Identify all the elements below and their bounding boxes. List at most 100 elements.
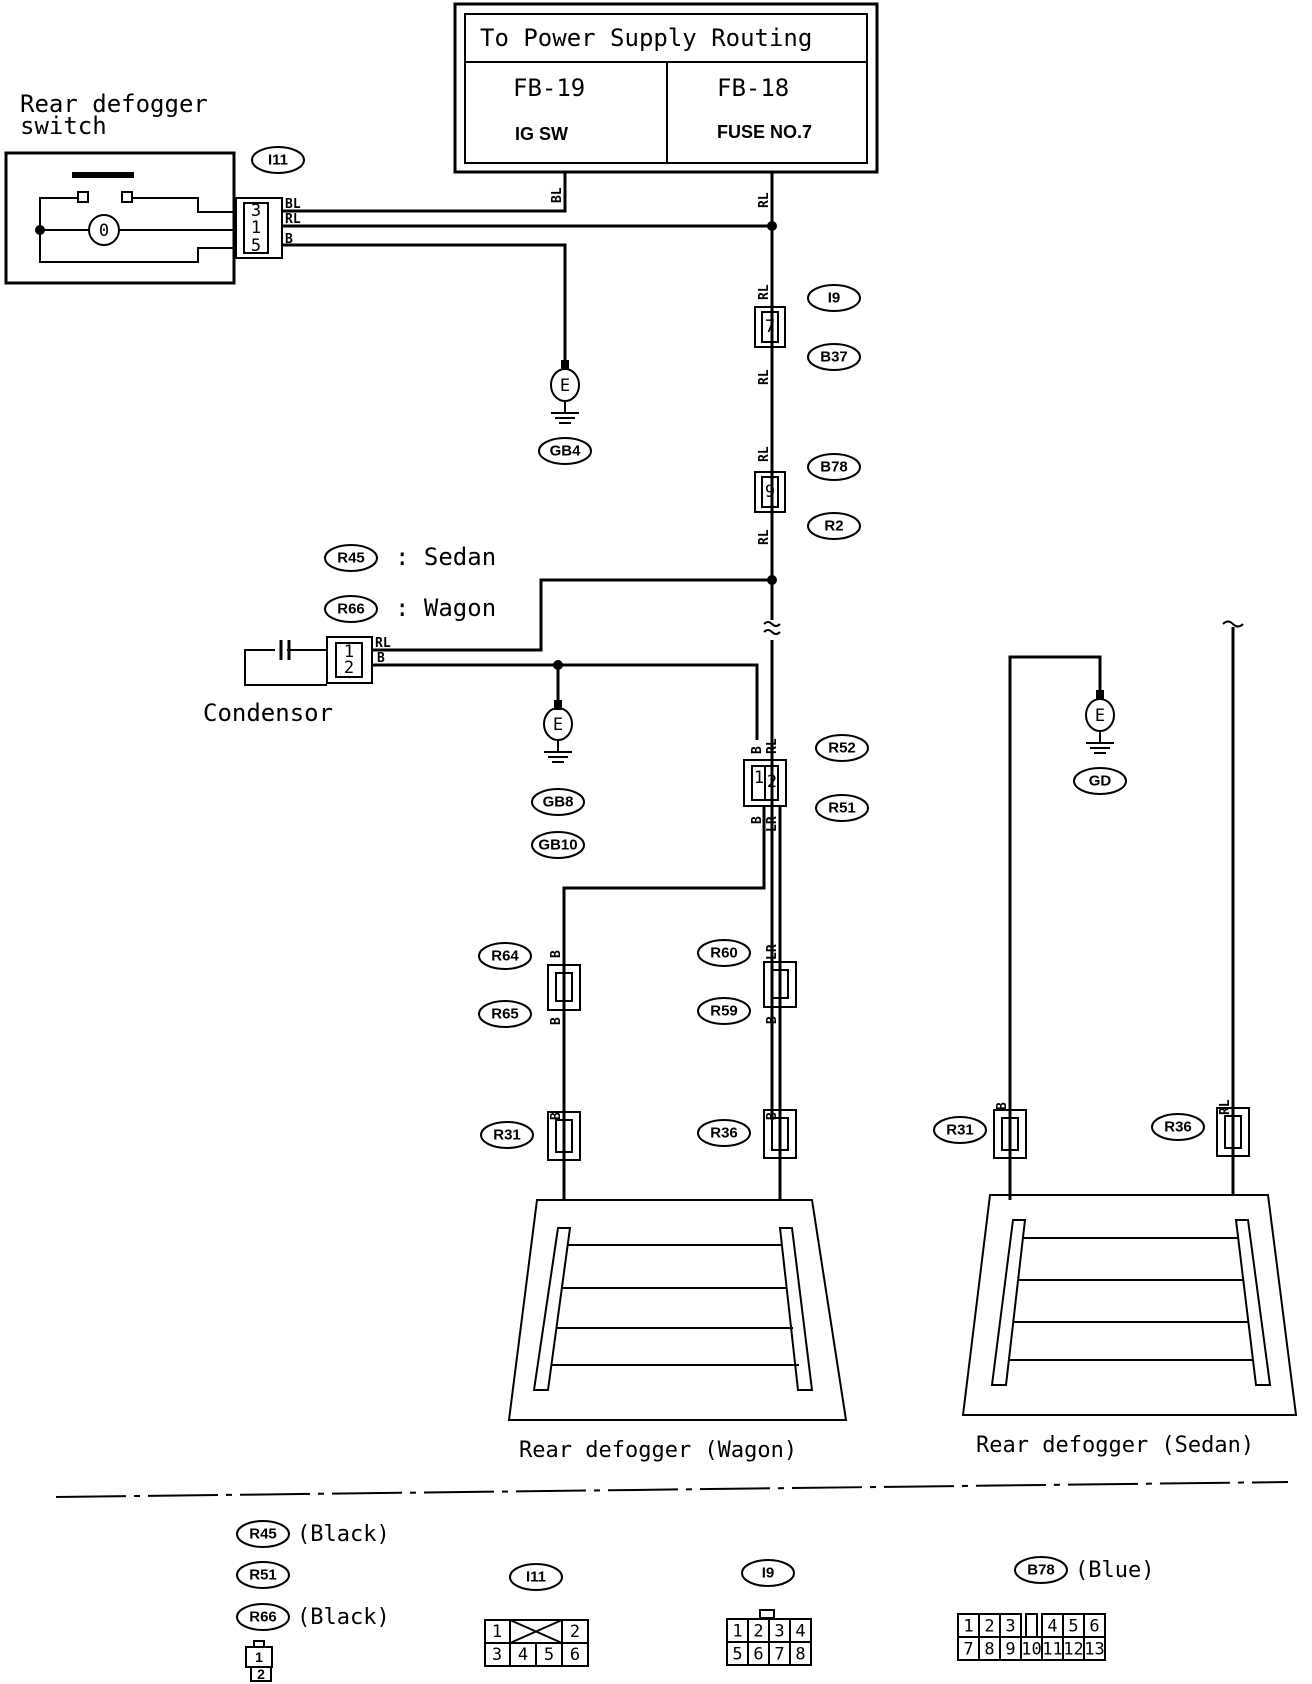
svg-text:LR: LR — [765, 944, 780, 960]
condensor: RL B 1 2 Condensor — [203, 578, 772, 740]
power-supply-box: To Power Supply Routing FB-19 IG SW FB-1… — [453, 2, 879, 174]
svg-text:RL: RL — [375, 636, 391, 651]
svg-text:2: 2 — [570, 1622, 580, 1642]
rear-defogger-wagon: Rear defogger (Wagon) — [507, 1199, 848, 1463]
r59-tag: R59 — [710, 1003, 738, 1020]
svg-text:RL: RL — [757, 446, 772, 462]
legend-separator — [55, 1481, 1289, 1498]
svg-text:E: E — [553, 715, 563, 735]
r45-r66-legend: R45 : Sedan R66 : Wagon — [324, 543, 496, 623]
r2-tag: R2 — [824, 518, 843, 535]
svg-text:(Black): (Black) — [297, 1605, 390, 1630]
pin-number: 5 — [1068, 1617, 1078, 1637]
switch-label-line1: Rear defogger — [20, 90, 208, 118]
svg-text:RL: RL — [757, 529, 772, 545]
i11-face: 1 2 3 4 5 6 — [484, 1619, 589, 1667]
svg-text:B: B — [995, 1102, 1010, 1110]
wagon-r31-r36: R31 R36 — [480, 1109, 797, 1161]
pin-number: 8 — [795, 1645, 805, 1665]
connector-b78-r2: 9 B78 R2 — [754, 453, 861, 540]
svg-text:B: B — [765, 1016, 780, 1024]
condensor-label: Condensor — [203, 699, 333, 727]
pin-number: 4 — [1047, 1617, 1057, 1637]
ig-sw-label: IG SW — [515, 124, 568, 144]
switch-wires: BL RL B BL — [282, 173, 772, 360]
svg-text:9: 9 — [765, 482, 775, 502]
pin-number: 12 — [1063, 1640, 1083, 1660]
sedan-wiring: B RL E GD R31 R36 — [933, 620, 1250, 1200]
svg-text:RL: RL — [285, 212, 301, 227]
pin-number: 7 — [774, 1645, 784, 1665]
pin-number: 3 — [774, 1622, 784, 1642]
pin-number: 10 — [1021, 1640, 1041, 1660]
fb18-terminal: FB-18 — [717, 74, 789, 102]
i9-tag: I9 — [828, 290, 841, 307]
svg-text:0: 0 — [99, 221, 109, 241]
svg-text:B: B — [549, 1112, 564, 1120]
i9-face — [759, 1609, 775, 1619]
svg-text:R45: R45 — [337, 550, 365, 567]
pin-number: 1 — [963, 1617, 973, 1637]
svg-text:BL: BL — [550, 187, 565, 203]
sedan-r36-tag: R36 — [1164, 1119, 1192, 1136]
svg-text:R66: R66 — [249, 1609, 277, 1626]
pin-number: 9 — [1005, 1640, 1015, 1660]
i11-tag: I11 — [268, 152, 288, 169]
r65-tag: R65 — [491, 1006, 519, 1023]
gd-tag: GD — [1089, 773, 1112, 790]
svg-text:2: 2 — [257, 1666, 265, 1682]
svg-text:BL: BL — [285, 197, 301, 212]
wagon-defogger-label: Rear defogger (Wagon) — [519, 1438, 797, 1463]
svg-text:B: B — [377, 651, 385, 666]
svg-text:B: B — [285, 232, 293, 247]
svg-text:R66: R66 — [337, 601, 365, 618]
svg-text:RL: RL — [757, 284, 772, 300]
svg-text:2: 2 — [767, 772, 777, 792]
svg-text:3: 3 — [492, 1645, 502, 1665]
pin-number: 3 — [1005, 1617, 1015, 1637]
wagon-r31-tag: R31 — [493, 1127, 521, 1144]
svg-text:5: 5 — [544, 1645, 554, 1665]
r51-tag: R51 — [828, 800, 856, 817]
svg-text:B78: B78 — [1027, 1562, 1055, 1579]
svg-text:: Sedan: : Sedan — [395, 543, 496, 571]
pin-number: 8 — [984, 1640, 994, 1660]
pin-number: 11 — [1042, 1640, 1062, 1660]
svg-text:I11: I11 — [526, 1569, 546, 1586]
svg-text:RL: RL — [757, 192, 772, 208]
svg-text:RL: RL — [765, 738, 780, 754]
svg-text:1: 1 — [255, 1649, 263, 1665]
connector-r64-r65: R64 R65 — [478, 942, 581, 1028]
svg-text:R45: R45 — [249, 1526, 277, 1543]
pin-number: 2 — [753, 1622, 763, 1642]
pin-number: 2 — [984, 1617, 994, 1637]
main-rl-line: RL RL RL RL RL RL RL — [757, 173, 781, 1120]
svg-text:B: B — [765, 1112, 780, 1120]
wagon-lower-wiring: B B B LR B B — [549, 806, 782, 1200]
svg-text:E: E — [1095, 706, 1105, 726]
pin-number: 6 — [1089, 1617, 1099, 1637]
pin-number: 1 — [732, 1622, 742, 1642]
i11-connector — [235, 197, 283, 259]
svg-text:RL: RL — [757, 369, 772, 385]
svg-text:1: 1 — [492, 1622, 502, 1642]
svg-text:7: 7 — [765, 317, 775, 337]
r60-tag: R60 — [710, 945, 738, 962]
svg-text:: Wagon: : Wagon — [395, 594, 496, 622]
ground-gb4: E GB4 — [538, 360, 592, 465]
svg-text:2: 2 — [344, 658, 354, 678]
svg-text:4: 4 — [518, 1645, 528, 1665]
power-box-title: To Power Supply Routing — [480, 24, 812, 52]
svg-text:(Blue): (Blue) — [1075, 1558, 1154, 1583]
svg-text:LR: LR — [765, 816, 780, 832]
pin-number: 5 — [732, 1645, 742, 1665]
svg-text:B: B — [549, 950, 564, 958]
r45-r66-connector — [326, 636, 373, 684]
svg-text:E: E — [560, 376, 570, 396]
rear-defogger-sedan: Rear defogger (Sedan) — [961, 1194, 1298, 1458]
svg-text:B: B — [750, 746, 765, 754]
pin-number: 7 — [963, 1640, 973, 1660]
b78-tag: B78 — [820, 459, 848, 476]
